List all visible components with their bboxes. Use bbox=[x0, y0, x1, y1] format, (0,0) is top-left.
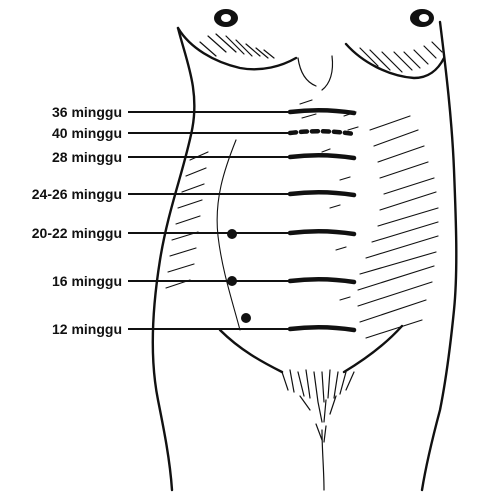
fundal-level-bar bbox=[290, 110, 354, 113]
fundal-level-bar bbox=[290, 279, 354, 282]
fundal-level-bar bbox=[290, 327, 354, 330]
nipples bbox=[214, 9, 434, 27]
fundal-level-bar bbox=[290, 155, 354, 158]
marker-label: 40 minggu bbox=[52, 125, 122, 141]
marker-label: 28 minggu bbox=[52, 149, 122, 165]
fundal-level-bar bbox=[290, 131, 354, 134]
marker-label: 16 minggu bbox=[52, 273, 122, 289]
marker-16: 16 minggu bbox=[52, 273, 354, 289]
marker-12: 12 minggu bbox=[52, 313, 354, 337]
fundal-level-bar bbox=[290, 192, 354, 195]
umbilicus-dot bbox=[227, 276, 237, 286]
marker-label: 36 minggu bbox=[52, 104, 122, 120]
umbilicus-dot bbox=[241, 313, 251, 323]
marker-label: 24-26 minggu bbox=[32, 186, 122, 202]
marker-36: 36 minggu bbox=[52, 104, 354, 120]
fundal-markers: 36 minggu 40 minggu 28 minggu 24-26 minggu 2… bbox=[32, 104, 354, 337]
pubic-hair bbox=[282, 370, 354, 490]
marker-label: 20-22 minggu bbox=[32, 225, 122, 241]
marker-label: 12 minggu bbox=[52, 321, 122, 337]
marker-28: 28 minggu bbox=[52, 149, 354, 165]
marker-20-22: 20-22 minggu bbox=[32, 225, 354, 241]
marker-40: 40 minggu bbox=[52, 125, 354, 141]
fundal-level-bar bbox=[290, 231, 354, 234]
torso-outline bbox=[153, 22, 456, 490]
breast-shading bbox=[200, 34, 442, 90]
body-hatching bbox=[166, 100, 438, 338]
umbilicus-dot bbox=[227, 229, 237, 239]
